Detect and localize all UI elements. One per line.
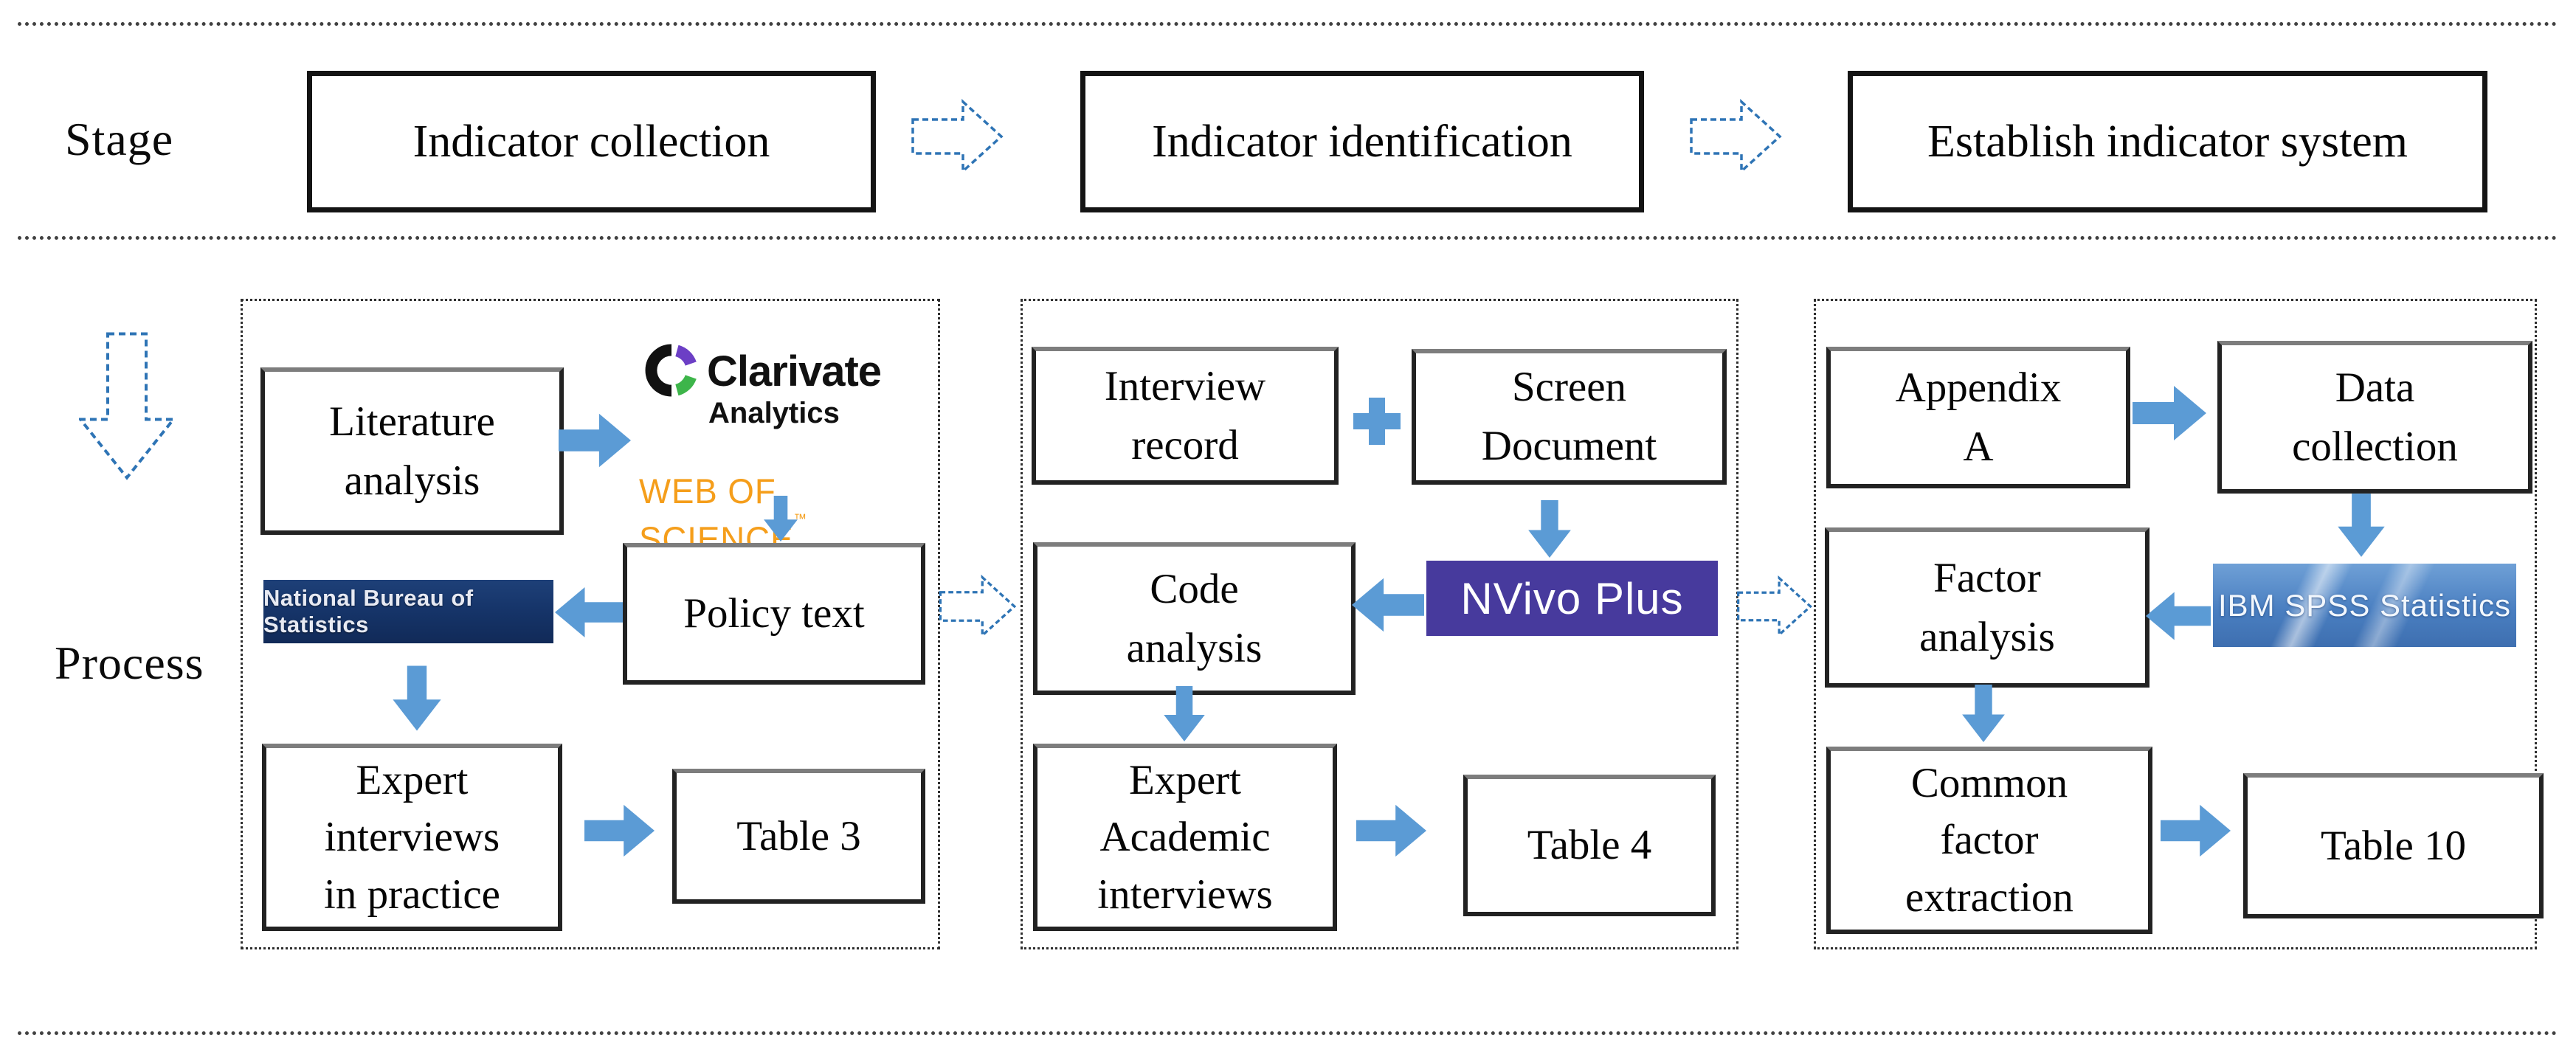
stage-row-label: Stage bbox=[65, 113, 174, 165]
trademark-symbol: ™ bbox=[793, 511, 807, 526]
plus-icon bbox=[1353, 398, 1401, 445]
table-3-box: Table 3 bbox=[672, 769, 925, 904]
expert-interviews-practice-label: Expert interviews in practice bbox=[324, 756, 500, 918]
national-bureau-of-statistics-banner: National Bureau of Statistics bbox=[263, 580, 553, 643]
code-analysis-box: Code analysis bbox=[1033, 542, 1356, 695]
stage-box-establish-indicator-system-label: Establish indicator system bbox=[1927, 116, 2408, 167]
arrow-left-icon bbox=[2146, 592, 2211, 640]
interview-record-label: Interview record bbox=[1104, 362, 1266, 468]
dashed-arrow-down-icon bbox=[79, 332, 175, 480]
panel-indicator-collection bbox=[241, 299, 940, 949]
literature-analysis-box: Literature analysis bbox=[260, 367, 564, 535]
top-dotted-line bbox=[18, 22, 2558, 26]
arrow-left-icon bbox=[1352, 578, 1424, 632]
table-4-label: Table 4 bbox=[1527, 822, 1652, 869]
literature-analysis-label: Literature analysis bbox=[329, 398, 495, 504]
clarivate-web-of-science-logo: Clarivate Analytics WEB OF SCIENCE™ bbox=[639, 339, 919, 558]
common-factor-extraction-label: Common factor extraction bbox=[1905, 759, 2073, 921]
appendix-a-label: Appendix A bbox=[1895, 364, 2062, 470]
arrow-down-icon bbox=[2338, 494, 2385, 557]
clarivate-wordmark: Clarivate bbox=[707, 347, 882, 395]
stage-box-establish-indicator-system: Establish indicator system bbox=[1848, 71, 2487, 212]
dashed-arrow-right-icon bbox=[1737, 575, 1812, 638]
data-collection-label: Data collection bbox=[2292, 364, 2458, 470]
clarivate-mark-icon bbox=[645, 344, 697, 397]
ibm-spss-statistics-label: IBM SPSS Statistics bbox=[2217, 587, 2512, 623]
arrow-down-icon bbox=[1528, 500, 1571, 558]
arrow-down-icon bbox=[764, 496, 798, 541]
stage-bottom-dotted-line bbox=[18, 236, 2558, 240]
factor-analysis-box: Factor analysis bbox=[1825, 527, 2149, 688]
table-3-label: Table 3 bbox=[736, 812, 861, 859]
dashed-arrow-right-icon bbox=[1690, 99, 1782, 174]
table-10-box: Table 10 bbox=[2243, 773, 2544, 918]
stage-box-indicator-identification: Indicator identification bbox=[1080, 71, 1644, 212]
data-collection-box: Data collection bbox=[2217, 341, 2532, 494]
dashed-arrow-right-icon bbox=[939, 574, 1017, 639]
factor-analysis-label: Factor analysis bbox=[1919, 554, 2055, 660]
dashed-arrow-right-icon bbox=[911, 99, 1004, 174]
panel-indicator-identification bbox=[1021, 299, 1738, 949]
code-analysis-label: Code analysis bbox=[1126, 565, 1263, 671]
ibm-spss-statistics-banner: IBM SPSS Statistics bbox=[2213, 564, 2516, 647]
interview-record-box: Interview record bbox=[1032, 347, 1339, 485]
screen-document-box: Screen Document bbox=[1412, 349, 1727, 485]
clarivate-analytics-wordmark: Analytics bbox=[708, 397, 840, 429]
stage-box-indicator-collection-label: Indicator collection bbox=[412, 116, 770, 167]
arrow-right-icon bbox=[1356, 804, 1426, 857]
stage-box-indicator-collection: Indicator collection bbox=[307, 71, 876, 212]
arrow-right-icon bbox=[559, 413, 631, 468]
arrow-down-icon bbox=[393, 665, 441, 731]
arrow-right-icon bbox=[2133, 386, 2206, 440]
expert-academic-interviews-label: Expert Academic interviews bbox=[1097, 756, 1273, 918]
nbs-banner-label: National Bureau of Statistics bbox=[263, 585, 474, 637]
policy-text-box: Policy text bbox=[623, 543, 925, 685]
expert-academic-interviews-box: Expert Academic interviews bbox=[1033, 744, 1337, 931]
process-row-label: Process bbox=[55, 637, 204, 689]
arrow-right-icon bbox=[584, 804, 655, 857]
expert-interviews-practice-box: Expert interviews in practice bbox=[262, 744, 562, 931]
panel-establish-indicator-system bbox=[1814, 299, 2537, 949]
appendix-a-box: Appendix A bbox=[1826, 347, 2130, 488]
nvivo-plus-banner: NVivo Plus bbox=[1426, 561, 1718, 636]
arrow-right-icon bbox=[2161, 804, 2231, 857]
table-4-box: Table 4 bbox=[1463, 775, 1716, 916]
arrow-down-icon bbox=[1164, 686, 1205, 741]
nvivo-plus-label: NVivo Plus bbox=[1460, 573, 1684, 623]
common-factor-extraction-box: Common factor extraction bbox=[1826, 747, 2152, 934]
table-10-label: Table 10 bbox=[2320, 822, 2467, 869]
arrow-down-icon bbox=[1962, 685, 2005, 742]
figure-bottom-dotted-line bbox=[18, 1031, 2558, 1035]
policy-text-label: Policy text bbox=[683, 590, 865, 637]
arrow-left-icon bbox=[555, 586, 623, 638]
stage-box-indicator-identification-label: Indicator identification bbox=[1152, 116, 1572, 167]
screen-document-label: Screen Document bbox=[1481, 364, 1657, 469]
